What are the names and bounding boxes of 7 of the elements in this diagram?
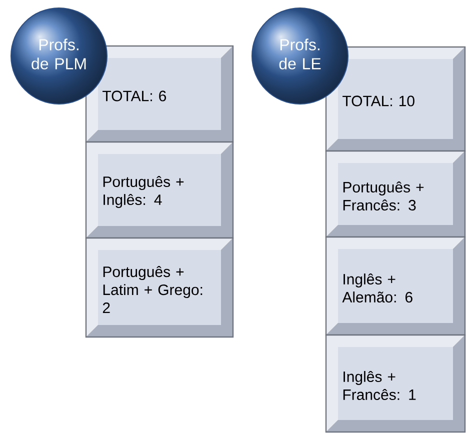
text-box: Português + Francês: 3	[325, 150, 466, 238]
text-box: TOTAL: 10	[325, 46, 466, 152]
text-box: Português + Inglês: 4	[85, 141, 234, 239]
text-box: Português + Latim + Grego: 2	[85, 237, 234, 338]
text-box: Inglês + Francês: 1	[325, 334, 466, 433]
text-box: Inglês + Alemão: 6	[325, 236, 466, 336]
text-box: TOTAL: 6	[85, 45, 234, 143]
